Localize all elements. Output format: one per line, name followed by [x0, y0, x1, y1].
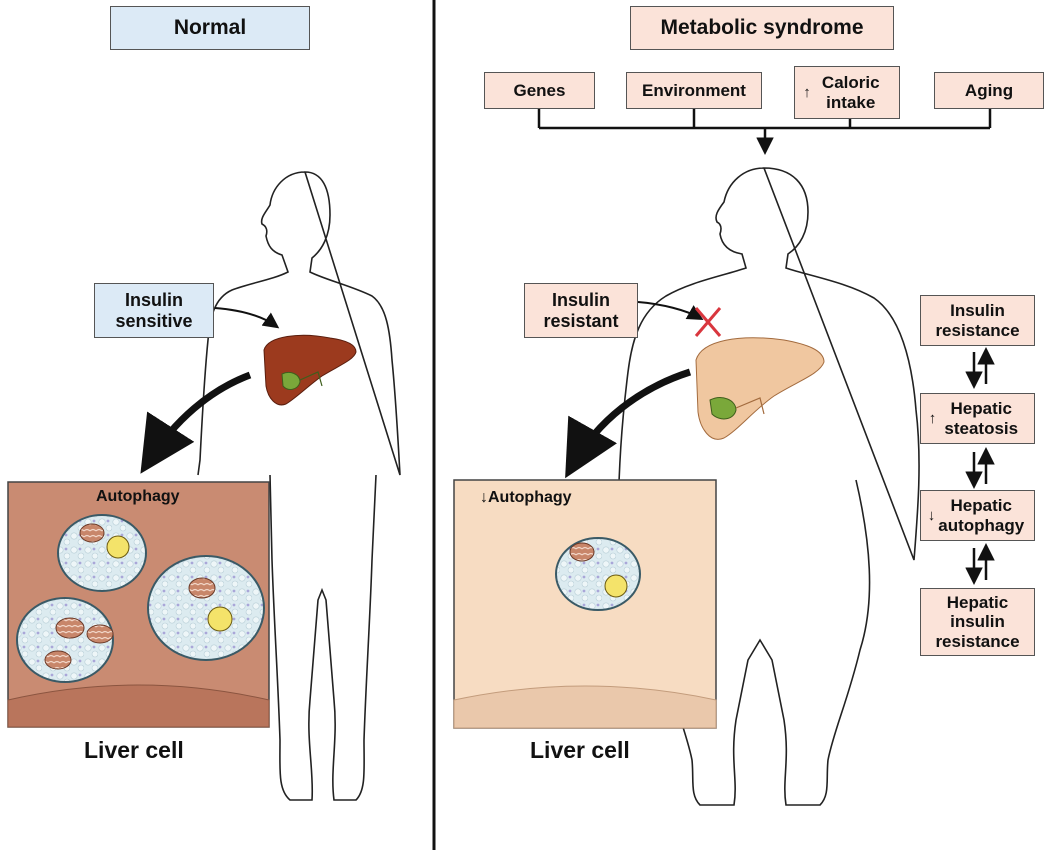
autophagosome: [147, 555, 265, 661]
healthy-gallbladder: [281, 371, 301, 390]
down-arrow-icon: ↓: [927, 506, 936, 524]
reduced-autophagy-text: Autophagy: [488, 489, 572, 506]
autophagosome: [555, 537, 641, 611]
chain-hepatic-insulin-resistance: Hepatic insulin resistance: [920, 588, 1035, 656]
down-arrow-icon: ↓: [480, 489, 488, 506]
factor-caloric-intake: ↑ Caloric intake: [794, 66, 900, 119]
factor-environment: Environment: [626, 72, 762, 109]
fatty-gallbladder: [709, 397, 737, 420]
insulin-resistant-label: Insulin resistant: [524, 283, 638, 338]
healthy-liver: [263, 334, 357, 406]
chain-hepatic-autophagy: ↓ Hepatic autophagy: [920, 490, 1035, 541]
chain-autophagy-label: Hepatic autophagy: [938, 495, 1025, 535]
autophagosome: [16, 597, 114, 683]
metabolic-zoom-arrow: [565, 368, 692, 479]
up-arrow-icon: ↑: [928, 409, 937, 427]
factor-aging: Aging: [934, 72, 1044, 109]
chain-hepatic-steatosis: ↑ Hepatic steatosis: [920, 393, 1035, 444]
factor-genes: Genes: [484, 72, 595, 109]
metabolic-liver-cell-caption: Liver cell: [530, 737, 630, 763]
normal-title: Normal: [110, 6, 310, 50]
chain-steatosis-label: Hepatic steatosis: [944, 398, 1019, 438]
insulin-resistant-arrow: [637, 301, 704, 320]
normal-body-silhouette: [197, 171, 401, 801]
factor-connector: [537, 108, 992, 155]
metabolic-title: Metabolic syndrome: [630, 6, 894, 50]
up-arrow-icon: ↑: [803, 83, 811, 101]
chain-insulin-resistance: Insulin resistance: [920, 295, 1035, 346]
reduced-autophagy-label: ↓Autophagy: [480, 489, 572, 507]
fatty-liver: [695, 337, 825, 440]
insulin-sensitive-label: Insulin sensitive: [94, 283, 214, 338]
inhibition-x-icon: [694, 307, 722, 337]
insulin-sensitive-arrow: [214, 307, 280, 329]
factor-caloric-label: Caloric intake: [821, 72, 880, 112]
autophagosome: [57, 514, 147, 592]
normal-liver-cell-caption: Liver cell: [84, 737, 184, 763]
normal-autophagy-label: Autophagy: [96, 488, 180, 505]
reciprocal-arrows: [965, 347, 995, 585]
normal-zoom-arrow: [140, 371, 252, 474]
